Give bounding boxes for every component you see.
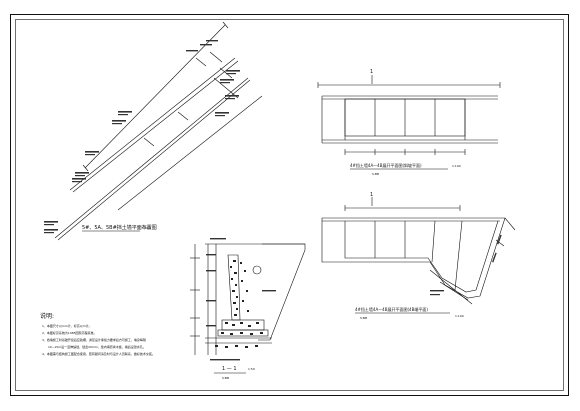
elevation-b-scale: 1:100 — [455, 314, 464, 318]
plan-view-scale: 1:500 — [142, 226, 151, 230]
elevation-a — [317, 75, 501, 155]
note-item-1: 1、本图尺寸以mm计，标高以m计。 — [42, 323, 92, 328]
elevation-b-note: S:BB — [360, 316, 367, 320]
section-callouts — [206, 238, 276, 361]
plan-view-callouts — [44, 40, 240, 234]
drawing-frame-outer — [10, 14, 569, 396]
section-title: 1 — 1 — [222, 366, 237, 372]
general-notes: 说明: 1、本图尺寸以mm计，标高以m计。 2、本图标高系统为1985国家高程基… — [40, 312, 155, 356]
section-hatching — [215, 260, 263, 348]
notes-heading: 说明: — [40, 312, 54, 320]
note-item-3-cont: 10~15m设一道伸缩缝，缝宽20mm，缝内填沥青木板，墙后设泄水孔。 — [48, 344, 146, 349]
elevation-a-axis-marker: 1 — [370, 69, 373, 75]
section-scale: 1:50 — [248, 367, 255, 371]
note-item-3: 3、挡墙施工时基础开挖后应验槽，满足设计承载力要求后方可施工，墙身每隔 — [42, 337, 146, 342]
note-item-2: 2、本图标高系统为1985国家高程基准。 — [42, 330, 97, 335]
elevation-b-title: 4#挡土墙4A—4B展开平面图(4B端平面) — [355, 306, 428, 312]
elevation-b-callouts — [430, 234, 502, 296]
drawing-frame-inner — [15, 19, 564, 391]
elevation-a-note: S:BB — [372, 172, 379, 176]
plan-view — [54, 21, 263, 241]
plan-view-title: 5#、5A、5B#挡土墙平面布置图 — [82, 224, 157, 231]
elevation-b — [321, 197, 516, 305]
note-item-4: 4、本图需与结构施工图配合使用，若有疑问请及时与设计人员联系，做好技术交底。 — [42, 351, 155, 356]
elevation-b-axis-marker: 1 — [370, 192, 373, 198]
elevation-a-title: 4#挡土墙4A—4B展开平面图(斜坡平面) — [350, 162, 422, 168]
section-1-1 — [190, 243, 306, 355]
section-note: S:BB — [222, 376, 229, 380]
section-drain-symbol — [252, 265, 262, 275]
elevation-a-scale: 1:100 — [452, 164, 461, 168]
